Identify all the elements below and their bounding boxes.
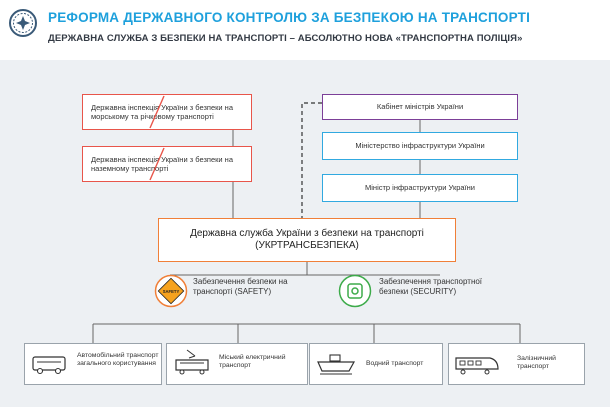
ministry-box: Міністерство інфраструктури України xyxy=(322,132,518,160)
transport-label: Залізничний транспорт xyxy=(517,355,556,371)
hierarchy-label: Міністерство інфраструктури України xyxy=(355,141,485,151)
ukrtransbezpeka-box: Державна служба України з безпеки на тра… xyxy=(158,218,456,262)
header: РЕФОРМА ДЕРЖАВНОГО КОНТРОЛЮ ЗА БЕЗПЕКОЮ … xyxy=(0,0,610,60)
transport-box-rail: Залізничний транспорт xyxy=(448,343,585,385)
ship-icon xyxy=(317,354,356,375)
page-title: РЕФОРМА ДЕРЖАВНОГО КОНТРОЛЮ ЗА БЕЗПЕКОЮ … xyxy=(48,10,531,25)
page-subtitle: ДЕРЖАВНА СЛУЖБА З БЕЗПЕКИ НА ТРАНСПОРТІ … xyxy=(48,33,523,44)
svg-text:SAFETY: SAFETY xyxy=(163,289,180,294)
transport-label: Водний транспорт xyxy=(366,360,424,367)
hierarchy-label: Міністр інфраструктури України xyxy=(365,183,475,193)
transport-box-water: Водний транспорт xyxy=(309,343,443,385)
hierarchy-label: Кабінет міністрів України xyxy=(376,102,464,112)
train-icon xyxy=(455,357,499,375)
old-body-maritime: Державна інспекція України з безпеки на … xyxy=(82,94,252,130)
bus-icon xyxy=(32,356,66,375)
tram-icon xyxy=(175,349,209,375)
old-body-label: Державна інспекція України з безпеки на … xyxy=(91,154,233,173)
safety-sign-icon: SAFETY xyxy=(154,274,188,308)
old-body-label: Державна інспекція України з безпеки на … xyxy=(91,102,233,121)
crossed-out-mark xyxy=(149,147,165,181)
security-camera-icon xyxy=(338,274,372,308)
safety-function-label: Забезпечення безпеки на транспорті (SAFE… xyxy=(193,277,288,296)
main-body-abbr: (УКРТРАНСБЕЗПЕКА) xyxy=(255,240,359,251)
minister-box: Міністр інфраструктури України xyxy=(322,174,518,202)
transport-box-electric: Міський електричний транспорт xyxy=(166,343,308,385)
emblem-logo-icon xyxy=(9,9,37,37)
main-body-name: Державна служба України з безпеки на тра… xyxy=(190,227,424,239)
transport-label: Міський електричний транспорт xyxy=(219,354,286,370)
old-body-land: Державна інспекція України з безпеки на … xyxy=(82,146,252,182)
transport-box-road: Автомобільний транспорт загального корис… xyxy=(24,343,162,385)
transport-label: Автомобільний транспорт загального корис… xyxy=(77,352,159,368)
security-function-label: Забезпечення транспортної безпеки (SECUR… xyxy=(379,277,483,296)
crossed-out-mark xyxy=(149,95,165,129)
cabinet-of-ministers-box: Кабінет міністрів України xyxy=(322,94,518,120)
